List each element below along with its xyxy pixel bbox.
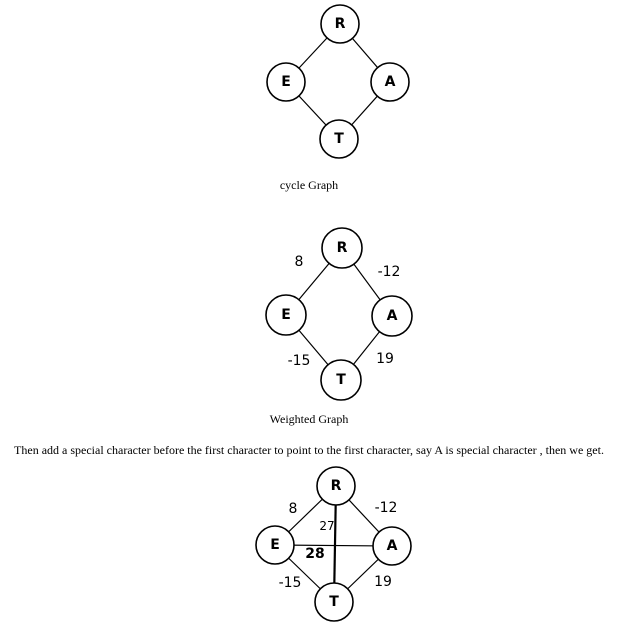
svg-text:A: A: [387, 308, 398, 324]
weight-a-t: 19: [374, 574, 392, 590]
weight-r-t: 27: [319, 519, 334, 533]
svg-text:A: A: [385, 74, 396, 90]
weight-r-a: -12: [375, 500, 398, 516]
svg-text:T: T: [336, 372, 346, 388]
weight-e-t: -15: [279, 575, 302, 591]
weight-e-a: 28: [305, 546, 324, 562]
svg-text:T: T: [334, 131, 344, 147]
weight-e-r: 8: [295, 254, 304, 270]
weight-e-r: 8: [289, 501, 298, 517]
node-t: T: [320, 359, 362, 401]
weight-r-a: -12: [378, 264, 401, 280]
svg-text:E: E: [270, 537, 280, 553]
cycle-graph-caption: cycle Graph: [279, 178, 339, 192]
svg-text:E: E: [281, 307, 291, 323]
node-r: R: [321, 227, 363, 269]
svg-text:A: A: [387, 538, 398, 554]
node-e: E: [255, 525, 295, 565]
node-e: E: [265, 294, 307, 336]
svg-text:T: T: [329, 594, 339, 610]
weight-a-t: 19: [376, 351, 394, 367]
node-a: A: [372, 526, 412, 566]
svg-text:R: R: [337, 240, 348, 256]
svg-text:R: R: [331, 478, 342, 494]
node-r: R: [320, 4, 360, 44]
complete-weighted-graph: 8 -12 27 28 -15 19 R E A T: [255, 466, 412, 622]
svg-text:R: R: [335, 16, 346, 32]
weighted-graph: 8 -12 -15 19 R E A T: [265, 227, 413, 401]
node-r: R: [316, 466, 356, 506]
node-t: T: [314, 582, 354, 622]
weighted-graph-caption: Weighted Graph: [269, 412, 349, 426]
node-t: T: [319, 119, 359, 159]
cycle-graph: R E A T: [266, 4, 410, 159]
node-a: A: [370, 62, 410, 102]
weight-e-t: -15: [288, 353, 311, 369]
svg-text:E: E: [281, 74, 291, 90]
node-a: A: [371, 295, 413, 337]
node-e: E: [266, 62, 306, 102]
explanation-text: Then add a special character before the …: [14, 443, 604, 457]
